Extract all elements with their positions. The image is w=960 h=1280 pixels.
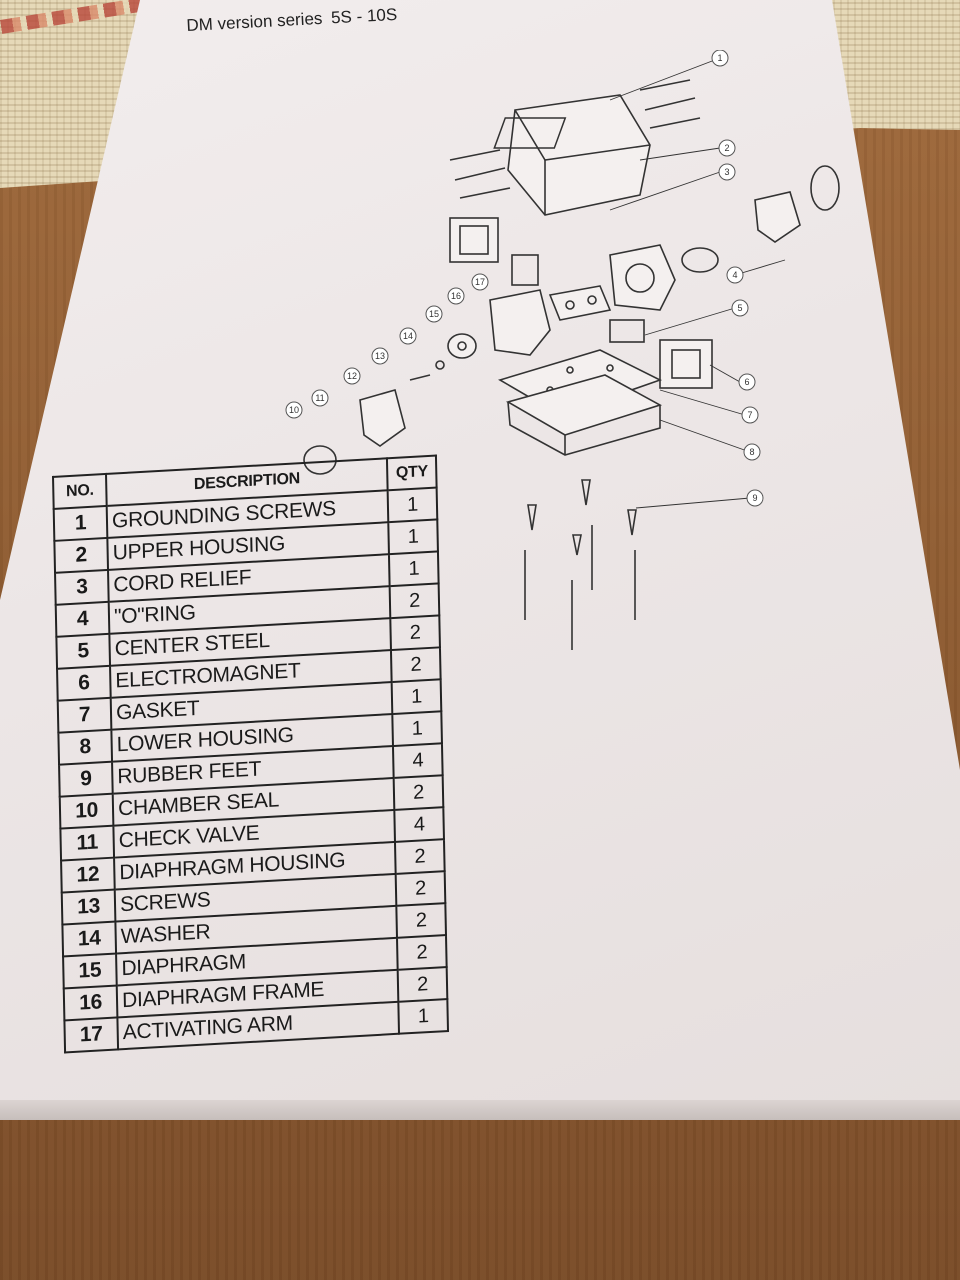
callout-8: 8 [743,443,761,461]
svg-text:16: 16 [451,291,461,301]
part-qty: 2 [396,903,446,938]
part-qty: 2 [397,967,448,1002]
callout-14: 14 [399,327,417,345]
callout-13: 13 [371,347,389,365]
part-qty: 1 [388,519,438,555]
svg-text:1: 1 [717,53,722,63]
part-number: 1 [53,505,108,541]
callout-9: 9 [746,489,764,507]
part-number: 2 [54,537,109,573]
callout-16: 16 [447,287,465,305]
part-qty: 2 [391,647,441,683]
part-qty: 1 [391,679,442,715]
callout-6: 6 [738,373,756,391]
part-qty: 2 [393,775,444,810]
part-number: 5 [56,633,111,669]
svg-text:8: 8 [749,447,754,457]
callout-2: 2 [718,139,736,157]
svg-text:6: 6 [744,377,749,387]
electromagnet-drawing [449,217,713,389]
washer-drawing [435,360,445,370]
part-qty: 2 [397,935,447,970]
center-steel-drawing-2 [609,319,645,343]
column-header-no: NO. [53,473,107,509]
part-number: 11 [60,825,115,861]
callout-7: 7 [741,406,759,424]
part-qty: 2 [395,839,445,874]
part-number: 17 [64,1017,119,1053]
part-qty: 1 [389,551,439,587]
part-qty: 1 [392,711,442,747]
svg-text:5: 5 [737,303,742,313]
chamber-seal-drawing [303,165,840,475]
part-qty: 2 [390,615,440,651]
callout-markers: 1 2 3 4 5 6 7 8 9 10 11 12 13 14 15 16 1… [285,50,764,507]
part-number: 16 [63,985,118,1021]
svg-text:7: 7 [747,410,752,420]
callout-10: 10 [285,401,303,419]
screw-drawing [409,374,431,381]
part-number: 9 [59,761,113,797]
callout-12: 12 [343,367,361,385]
callout-17: 17 [471,273,489,291]
part-qty: 2 [389,583,440,619]
svg-text:11: 11 [315,393,324,403]
part-number: 10 [59,793,114,829]
svg-text:2: 2 [724,143,729,153]
svg-text:13: 13 [375,351,385,361]
diaphragm-housing-drawing [359,191,801,447]
part-number: 3 [55,569,109,605]
callout-5: 5 [731,299,749,317]
activating-arm-drawing [548,285,612,321]
svg-text:14: 14 [403,331,413,341]
callout-15: 15 [425,305,443,323]
rubber-feet-drawing [527,479,637,556]
part-number: 12 [61,857,115,893]
paper-bottom-edge [0,1100,960,1120]
grounding-screws-drawing [449,79,701,199]
part-number: 4 [55,601,110,637]
svg-text:15: 15 [429,309,439,319]
svg-text:9: 9 [752,493,757,503]
diaphragm-frame-drawing [489,244,676,356]
part-number: 8 [58,729,113,765]
upper-housing-drawing [493,94,651,216]
column-header-qty: QTY [387,455,437,491]
part-number: 14 [62,921,117,957]
instruction-sheet: DM version series 5S - 10S [0,0,960,1120]
part-qty: 4 [393,743,443,778]
header-model: 5S - 10S [330,4,398,28]
exploded-parts-diagram: 1 2 3 4 5 6 7 8 9 10 11 12 13 14 15 16 1… [285,50,840,650]
header-prefix: DM version series [186,8,323,35]
svg-text:10: 10 [289,405,299,415]
svg-text:17: 17 [475,277,485,287]
callout-11: 11 [311,389,329,407]
diaphragm-drawing [447,247,719,359]
long-bolts-drawing [524,525,636,650]
part-number: 13 [61,889,116,925]
part-qty: 1 [387,487,438,523]
part-number: 6 [57,665,111,701]
part-number: 7 [57,697,112,733]
callout-4: 4 [726,266,744,284]
part-qty: 2 [395,871,446,906]
leader-lines [609,57,786,509]
svg-text:12: 12 [347,371,357,381]
svg-text:3: 3 [724,167,729,177]
center-steel-drawing [511,254,539,286]
sheet-header: DM version series 5S - 10S [186,5,402,36]
callout-1: 1 [711,50,729,67]
callout-3: 3 [718,163,736,181]
part-number: 15 [63,953,117,989]
part-qty: 4 [394,807,444,842]
svg-text:4: 4 [732,270,737,280]
part-qty: 1 [398,999,448,1034]
